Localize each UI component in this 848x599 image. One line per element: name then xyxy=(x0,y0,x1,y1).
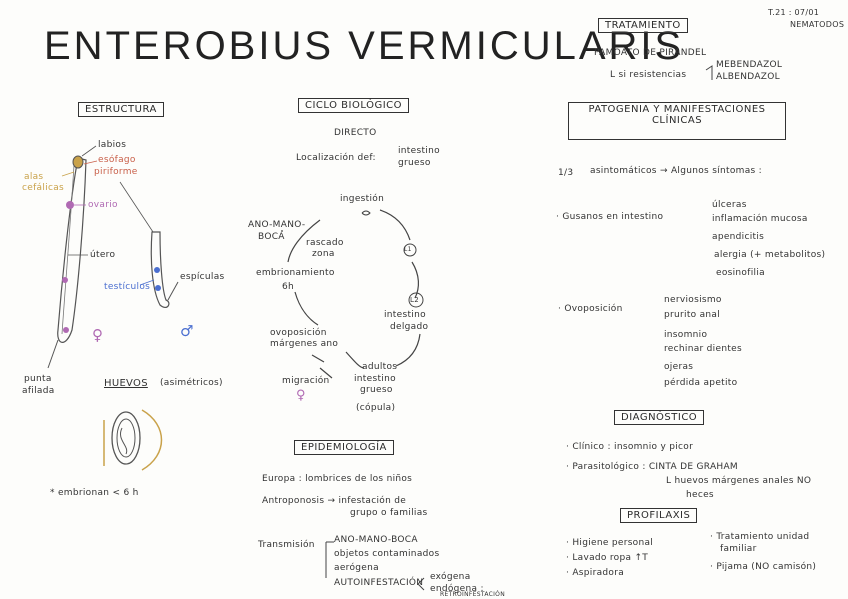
label-labios: labios xyxy=(98,140,127,150)
diag-clinico: · Clínico : insomnio y picor xyxy=(566,442,694,452)
huevos-embryo: * embrionan < 6 h xyxy=(50,488,139,498)
pat-frac: 1/3 xyxy=(558,168,574,178)
pat-g3: apendicitis xyxy=(712,232,765,242)
cycle-arrows xyxy=(281,209,421,379)
diag-huevos1: L huevos márgenes anales NO xyxy=(666,476,812,486)
diag-huevos2: heces xyxy=(686,490,714,500)
epi-grupo: grupo o familias xyxy=(350,508,428,518)
ciclo-int-delgado-2: delgado xyxy=(390,322,429,332)
prof-p4b: familiar xyxy=(720,544,757,554)
ciclo-copula: (cópula) xyxy=(356,403,396,413)
pat-ovo: · Ovoposición xyxy=(558,304,623,314)
label-cefalicas: cefálicas xyxy=(22,183,65,193)
label-utero: útero xyxy=(90,250,116,260)
header-date: T.21 : 07/01 xyxy=(768,8,820,17)
diagnostico-heading: DIAGNÓSTICO xyxy=(614,410,705,425)
label-esofago: esófago xyxy=(98,155,136,165)
prof-p4: · Tratamiento unidad xyxy=(710,532,810,542)
label-espiculas: espículas xyxy=(180,272,225,282)
epi-endogena: endógena : xyxy=(430,584,484,594)
epidemiologia-heading: EPIDEMIOLOGÍA xyxy=(294,440,394,455)
ciclo-zona: zona xyxy=(312,249,335,259)
label-punta: punta xyxy=(24,374,52,384)
label-testiculos: testículos xyxy=(104,282,151,292)
pat-g5: eosinofilia xyxy=(716,268,765,278)
pat-o3: insomnio xyxy=(664,330,708,340)
epi-t3: aerógena xyxy=(334,563,379,573)
egg-drawing xyxy=(111,411,141,465)
pat-g1: úlceras xyxy=(712,200,747,210)
bulb-drawing xyxy=(72,155,84,169)
epi-europa: Europa : lombrices de los niños xyxy=(262,474,413,484)
ciclo-int-delgado-1: intestino xyxy=(384,310,426,320)
prof-p5: · Pijama (NO camisón) xyxy=(710,562,817,572)
ciclo-migracion: migración xyxy=(282,376,330,386)
ciclo-directo: DIRECTO xyxy=(334,128,377,138)
ciclo-ano-mano: ANO-MANO- xyxy=(248,220,306,230)
tratamiento-heading: TRATAMIENTO xyxy=(598,18,688,33)
epi-retro: RETROINFESTACIÓN xyxy=(440,591,505,598)
ciclo-female-symbol: ♀ xyxy=(296,388,306,403)
female-worm-drawing xyxy=(57,157,87,343)
tratamiento-line2: L si resistencias xyxy=(610,70,687,80)
ciclo-oviposicion: ovoposición xyxy=(270,328,327,338)
tratamiento-opt1: MEBENDAZOL xyxy=(716,60,783,70)
ciclo-l2: L2 xyxy=(410,296,419,304)
patogenia-heading-2: CLÍNICAS xyxy=(651,115,703,126)
profilaxis-heading: PROFILAXIS xyxy=(620,508,698,523)
patogenia-heading-1: PATOGENIA Y MANIFESTACIONES xyxy=(588,104,766,115)
pat-g2: inflamación mucosa xyxy=(712,214,808,224)
epi-t1: ANO-MANO-BOCA xyxy=(334,535,418,545)
label-ovario: ovario xyxy=(88,200,118,210)
page-title: ENTEROBIUS VERMICULARIS xyxy=(44,24,685,68)
male-worm-drawing xyxy=(150,231,170,309)
ciclo-int-grueso-2: grueso xyxy=(360,385,393,395)
ciclo-heading: CICLO BIOLÓGICO xyxy=(298,98,409,113)
label-piriforme: piriforme xyxy=(94,167,138,177)
pat-gusanos: · Gusanos en intestino xyxy=(556,212,664,222)
pat-g4: alergia (+ metabolitos) xyxy=(714,250,826,260)
ciclo-boca: BOCA xyxy=(258,232,285,242)
ciclo-margenes: márgenes ano xyxy=(270,339,339,349)
ciclo-l1: L1 xyxy=(404,246,412,253)
huevos-heading: HUEVOS xyxy=(104,378,148,389)
male-symbol: ♂ xyxy=(180,322,194,340)
epi-exogena: exógena xyxy=(430,572,471,582)
diag-parasit: · Parasitológico : CINTA DE GRAHAM xyxy=(566,462,739,472)
pat-o5: ojeras xyxy=(664,362,694,372)
tratamiento-opt2: ALBENDAZOL xyxy=(716,72,780,82)
ciclo-localizacion: Localización def: xyxy=(296,153,376,163)
pat-asint: asintomáticos → Algunos síntomas : xyxy=(590,166,762,176)
prof-p2: · Lavado ropa ↑T xyxy=(566,553,649,563)
tratamiento-line1: PAMOATO DE PIRANDEL xyxy=(594,48,707,58)
pat-o4: rechinar dientes xyxy=(664,344,742,354)
ciclo-embrionamiento: embrionamiento xyxy=(256,268,335,278)
estructura-heading: ESTRUCTURA xyxy=(78,102,164,117)
label-afilada: afilada xyxy=(22,386,55,396)
ciclo-grueso: grueso xyxy=(398,158,431,168)
pat-o2: prurito anal xyxy=(664,310,721,320)
patogenia-heading-box: PATOGENIA Y MANIFESTACIONES CLÍNICAS xyxy=(568,102,786,140)
ciclo-adultos: adultos xyxy=(362,362,398,372)
epi-t2: objetos contaminados xyxy=(334,549,440,559)
prof-p1: · Higiene personal xyxy=(566,538,654,548)
huevos-note: (asimétricos) xyxy=(160,378,223,388)
epi-transmision: Transmisión xyxy=(258,540,315,550)
female-symbol: ♀ xyxy=(92,326,103,344)
ciclo-intestino: intestino xyxy=(398,146,440,156)
ciclo-ingestion: ingestión xyxy=(340,194,385,204)
label-alas: alas xyxy=(24,172,44,182)
pat-o1: nerviosismo xyxy=(664,295,722,305)
prof-p3: · Aspiradora xyxy=(566,568,625,578)
ciclo-int-grueso-1: intestino xyxy=(354,374,396,384)
epi-antroponosis: Antroponosis → infestación de xyxy=(262,496,407,506)
ciclo-rascado: rascado xyxy=(306,238,344,248)
epi-autoinf: AUTOINFESTACIÓN xyxy=(334,578,424,588)
header-topic: NEMATODOS xyxy=(790,20,845,29)
pat-o6: pérdida apetito xyxy=(664,378,738,388)
ciclo-6h: 6h xyxy=(282,282,295,292)
